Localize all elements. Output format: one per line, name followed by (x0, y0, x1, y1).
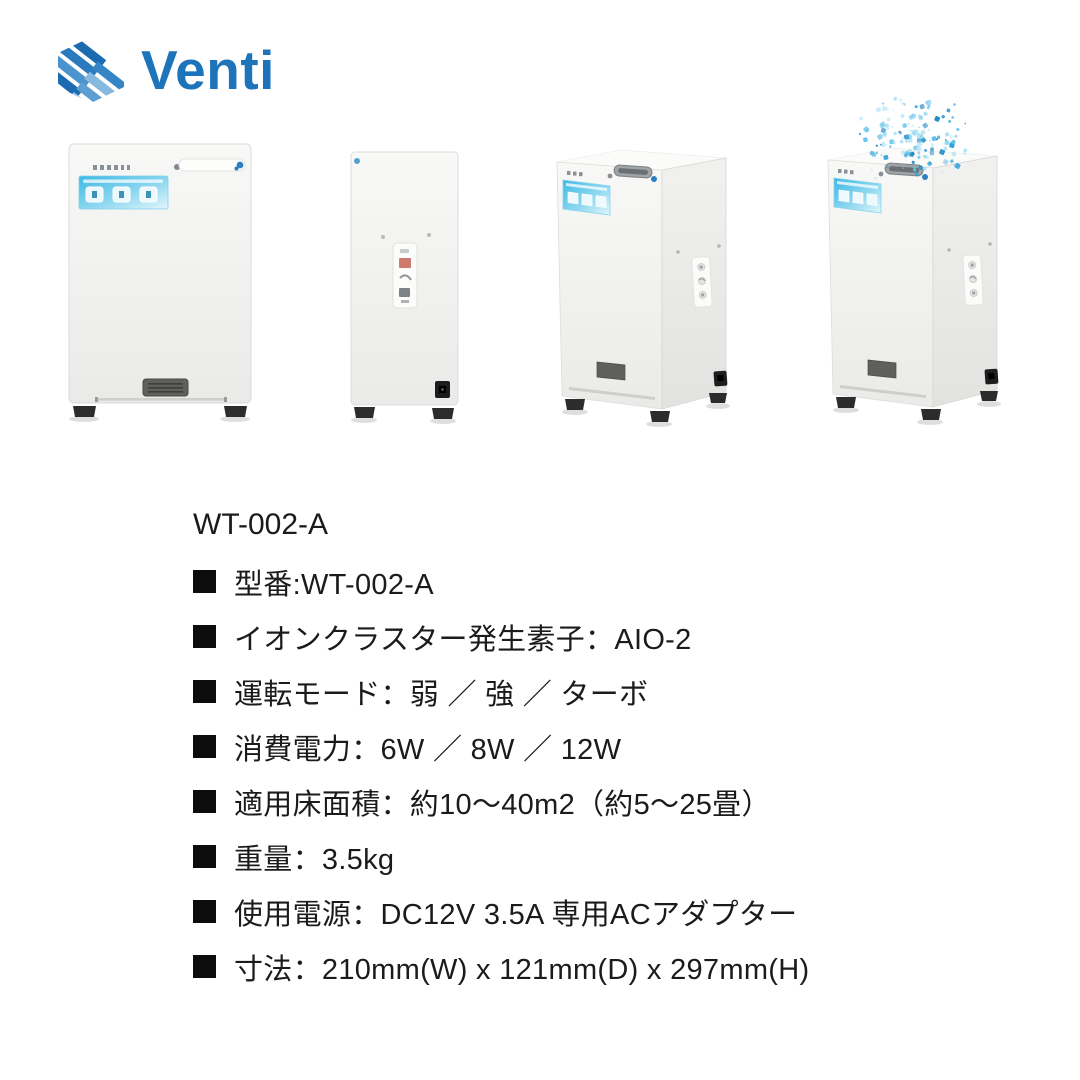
spec-text: 消費電力：6W ／ 8W ／ 12W (234, 733, 622, 766)
front-fine-print (93, 164, 180, 170)
bullet-square-icon (193, 570, 216, 593)
angle-vent (596, 361, 626, 381)
spec-text: 寸法：210mm(W) x 121mm(D) x 297mm(H) (234, 953, 810, 986)
brand-logo: Venti (54, 36, 275, 104)
angle-handle (613, 164, 653, 179)
angle-logo-mark-icon (651, 176, 657, 182)
spec-list: WT-002-A 型番:WT-002-A イオンクラスター発生素子：AIO-2 … (193, 496, 809, 994)
angle-groove (569, 387, 655, 400)
angle-side-buttons (691, 256, 713, 308)
bullet-square-icon (193, 790, 216, 813)
bullet-square-icon (193, 845, 216, 868)
bullet-square-icon (193, 680, 216, 703)
panel-buttons (85, 186, 158, 203)
spec-row-power-consumption: 消費電力：6W ／ 8W ／ 12W (193, 719, 809, 774)
bullet-square-icon (193, 625, 216, 648)
ion-particles (858, 96, 968, 180)
model-number-heading: WT-002-A (193, 508, 329, 541)
spec-row-ion-element: イオンクラスター発生素子：AIO-2 (193, 609, 809, 664)
angle-power-port (713, 370, 728, 387)
bullet-square-icon (193, 955, 216, 978)
spec-row-floor-area: 適用床面積：約10～40m2（約5～25畳） (193, 774, 809, 829)
spec-row-power-source: 使用電源：DC12V 3.5A 専用ACアダプター (193, 884, 809, 939)
side-logo-speck (354, 158, 360, 164)
spec-row-modes: 運転モード：弱 ／ 強 ／ ターボ (193, 664, 809, 719)
product-photo-ion-view (827, 96, 1002, 426)
product-photo-side-view (350, 151, 459, 424)
side-feet (351, 407, 456, 424)
front-slot (178, 158, 246, 172)
front-groove (95, 397, 227, 402)
spec-text: 重量：3.5kg (234, 843, 395, 876)
spec-text: 使用電源：DC12V 3.5A 専用ACアダプター (234, 898, 798, 931)
venti-logo-icon (58, 37, 124, 103)
bullet-square-icon (193, 735, 216, 758)
angle-feet (562, 393, 730, 427)
spec-text: 運転モード：弱 ／ 強 ／ ターボ (234, 678, 649, 711)
spec-row-model: 型番:WT-002-A (193, 554, 809, 609)
front-control-panel (78, 175, 169, 210)
device-front-body (68, 143, 252, 422)
brand-name: Venti (141, 39, 275, 101)
front-logo-mark-icon (234, 161, 244, 171)
side-rating-label (392, 242, 418, 309)
bullet-square-icon (193, 900, 216, 923)
front-feet (69, 406, 250, 422)
front-vent (142, 378, 189, 397)
angle-control-panel (562, 179, 611, 216)
spec-row-dimensions: 寸法：210mm(W) x 121mm(D) x 297mm(H) (193, 939, 809, 994)
angle-fine-print (567, 171, 613, 179)
spec-text: 適用床面積：約10～40m2（約5～25畳） (234, 788, 771, 821)
side-power-port (435, 381, 450, 398)
device-angle-body (556, 149, 730, 427)
spec-text: イオンクラスター発生素子：AIO-2 (234, 623, 692, 656)
spec-text: 型番:WT-002-A (234, 568, 434, 601)
product-photo-angle-view (556, 149, 730, 427)
product-photo-front-view (68, 143, 252, 422)
spec-row-weight: 重量：3.5kg (193, 829, 809, 884)
device-side-body (350, 151, 459, 424)
